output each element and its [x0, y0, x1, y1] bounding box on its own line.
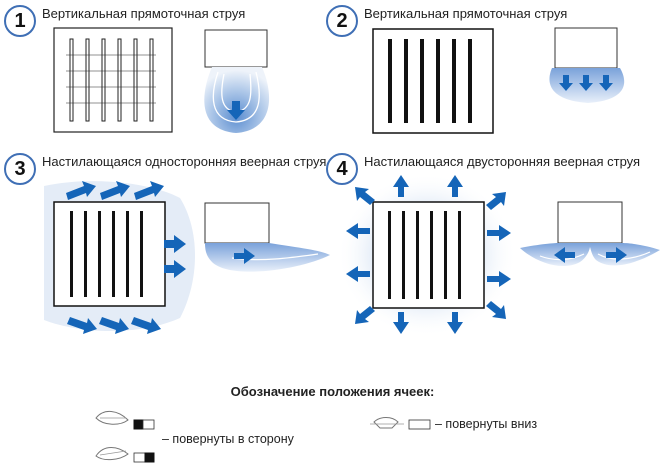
panel-2-title: Вертикальная прямоточная струя	[364, 6, 568, 21]
louver-side-icon-alt	[95, 447, 155, 463]
unit-side-view-4	[557, 201, 623, 244]
grille-louvers-1	[66, 38, 156, 122]
legend-title: Обозначение положения ячеек:	[230, 384, 435, 399]
panel-1	[53, 27, 270, 133]
arrow-down-icon	[559, 75, 613, 91]
unit-side-view-1	[204, 29, 268, 68]
grille-louvers-2	[388, 39, 472, 123]
panel-4-number: 4	[326, 153, 358, 185]
arrow-right-icon	[606, 247, 627, 263]
ceiling-grille-2	[372, 28, 494, 134]
arrow-fan-icon	[66, 181, 186, 334]
louver-side-icon	[95, 411, 155, 430]
grille-louvers-3	[70, 211, 143, 297]
legend-down-label: – повернуты вниз	[435, 417, 538, 431]
arrow-down-icon	[227, 101, 245, 120]
panel-3-title: Настилающаяся односторонняя веерная стру…	[42, 154, 327, 169]
panel-4	[337, 173, 660, 337]
legend-side-label: – повернуты в сторону	[162, 432, 294, 446]
panel-2-number: 2	[326, 5, 358, 37]
grille-louvers-4	[388, 211, 461, 299]
legend-icons	[95, 411, 431, 463]
arrow-fan-icon	[346, 175, 511, 334]
unit-side-view-3	[204, 202, 270, 244]
unit-side-view-2	[554, 27, 618, 69]
panel-2	[372, 27, 625, 134]
ceiling-grille-1	[53, 27, 173, 133]
panel-4-title: Настилающаяся двусторонняя веерная струя	[364, 154, 641, 169]
ceiling-grille-4	[372, 201, 485, 309]
louver-down-icon	[370, 417, 431, 430]
panel-1-title: Вертикальная прямоточная струя	[42, 6, 246, 21]
panel-3-number: 3	[4, 153, 36, 185]
airflow-fan-4	[520, 243, 660, 267]
arrow-left-icon	[554, 247, 575, 263]
arrow-right-icon	[234, 248, 255, 264]
panel-1-number: 1	[4, 5, 36, 37]
airflow-fan-3	[205, 243, 330, 272]
panel-3	[44, 181, 330, 334]
